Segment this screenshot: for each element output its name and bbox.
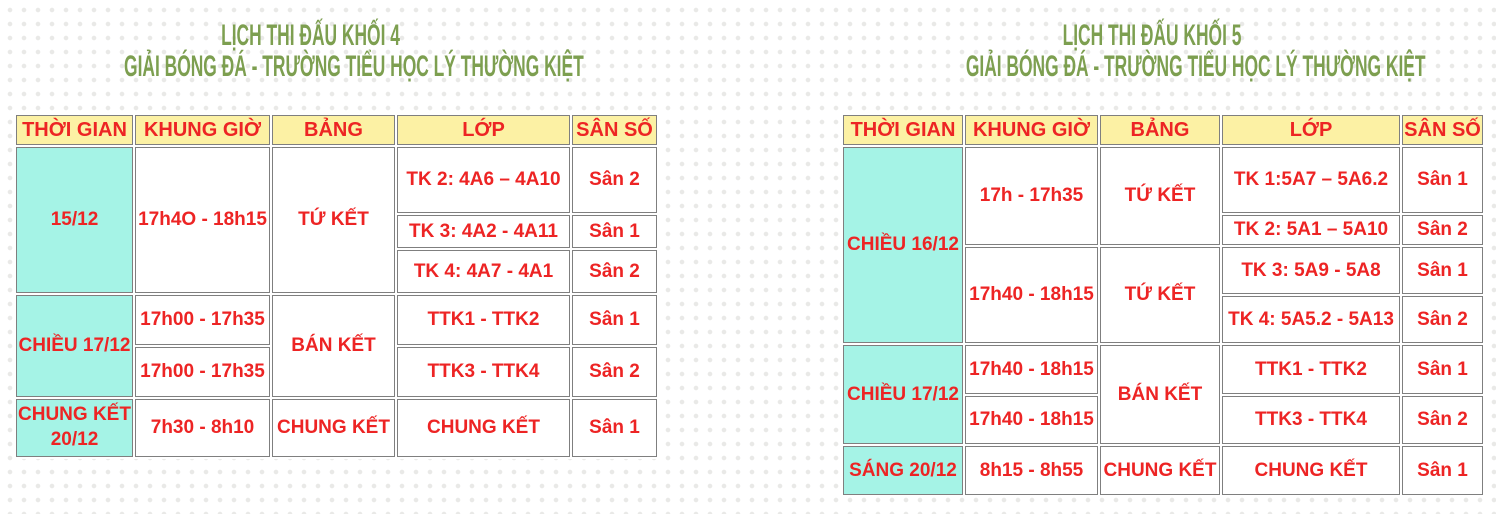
time-cell: 17h40 - 18h15 — [965, 396, 1098, 444]
date-cell: CHIỀU 16/12 — [843, 147, 963, 343]
match-cell: TTK3 - TTK4 — [397, 347, 570, 397]
time-cell: 17h - 17h35 — [965, 147, 1098, 245]
header-row: THỜI GIAN KHUNG GIỜ BẢNG LỚP SÂN SỐ — [843, 115, 1483, 145]
time-cell: 17h00 - 17h35 — [135, 347, 270, 397]
match-cell: TTK3 - TTK4 — [1222, 396, 1400, 444]
table-row: CHIỀU 17/12 17h00 - 17h35 BÁN KẾT TTK1 -… — [16, 295, 657, 397]
field-cell: Sân 2 — [572, 347, 657, 397]
column-header-thoi-gian: THỜI GIAN — [16, 115, 133, 145]
time-cell: 8h15 - 8h55 — [965, 446, 1098, 495]
field-cell: Sân 1 — [1402, 345, 1483, 394]
match-cell: TK 2: 5A1 – 5A10 — [1222, 215, 1400, 245]
match-cell: TTK1 - TTK2 — [1222, 345, 1400, 394]
match-cell: TK 2: 4A6 – 4A10 — [397, 147, 570, 213]
date-cell: 15/12 — [16, 147, 133, 293]
match-cell: TK 4: 4A7 - 4A1 — [397, 250, 570, 293]
stage-cell: TỨ KẾT — [1100, 147, 1220, 245]
table-row: TK 4: 5A5.2 - 5A13 Sân 2 — [843, 296, 1483, 343]
match-cell: TK 3: 4A2 - 4A11 — [397, 215, 570, 248]
schedule-board-khoi-5: LỊCH THI ĐẤU KHỐI 5 GIẢI BÓNG ĐÁ - TRƯỜN… — [841, 0, 1485, 497]
column-header-khung-gio: KHUNG GIỜ — [135, 115, 270, 145]
field-cell: Sân 1 — [572, 399, 657, 457]
title-line-1: LỊCH THI ĐẤU KHỐI 5 — [1062, 19, 1242, 52]
column-header-thoi-gian: THỜI GIAN — [843, 115, 963, 145]
match-cell: CHUNG KẾT — [397, 399, 570, 457]
title-line-1: LỊCH THI ĐẤU KHỐI 4 — [221, 19, 400, 52]
column-header-bang: BẢNG — [1100, 115, 1220, 145]
field-cell: Sân 2 — [1402, 396, 1483, 444]
match-cell: TK 3: 5A9 - 5A8 — [1222, 247, 1400, 294]
field-cell: Sân 1 — [1402, 247, 1483, 294]
table-row: CHIỀU 16/12 17h - 17h35 TỨ KẾT TK 1:5A7 … — [843, 147, 1483, 343]
stage-cell: TỨ KẾT — [1100, 247, 1220, 343]
table-row: TK 4: 4A7 - 4A1 Sân 2 — [16, 250, 657, 293]
table-row: TK 3: 4A2 - 4A11 Sân 1 — [16, 215, 657, 248]
column-header-lop: LỚP — [397, 115, 570, 145]
field-cell: Sân 2 — [1402, 215, 1483, 245]
field-cell: Sân 2 — [572, 250, 657, 293]
header-row: THỜI GIAN KHUNG GIỜ BẢNG LỚP SÂN SỐ — [16, 115, 657, 145]
board-title-khoi-4: LỊCH THI ĐẤU KHỐI 4 GIẢI BÓNG ĐÁ - TRƯỜN… — [14, 20, 657, 82]
table-row: 15/12 17h4O - 18h15 TỨ KẾT TK 2: 4A6 – 4… — [16, 147, 657, 293]
date-cell: CHIỀU 17/12 — [16, 295, 133, 397]
field-cell: Sân 1 — [572, 295, 657, 345]
column-header-san-so: SÂN SỐ — [1402, 115, 1483, 145]
match-cell: CHUNG KẾT — [1222, 446, 1400, 495]
table-row: 17h00 - 17h35 TTK3 - TTK4 Sân 2 — [16, 347, 657, 397]
table-row: 17h40 - 18h15 TTK3 - TTK4 Sân 2 — [843, 396, 1483, 444]
stage-cell: BÁN KẾT — [1100, 345, 1220, 444]
field-cell: Sân 1 — [572, 215, 657, 248]
stage-cell: CHUNG KẾT — [272, 399, 395, 457]
schedule-board-khoi-4: LỊCH THI ĐẤU KHỐI 4 GIẢI BÓNG ĐÁ - TRƯỜN… — [14, 0, 659, 459]
time-cell: 17h00 - 17h35 — [135, 295, 270, 345]
table-row: CHIỀU 17/12 17h40 - 18h15 BÁN KẾT TTK1 -… — [843, 345, 1483, 444]
time-cell: 17h4O - 18h15 — [135, 147, 270, 293]
column-header-lop: LỚP — [1222, 115, 1400, 145]
time-cell: 17h40 - 18h15 — [965, 345, 1098, 394]
schedule-table-khoi-4: THỜI GIAN KHUNG GIỜ BẢNG LỚP SÂN SỐ 15/1… — [14, 113, 659, 459]
match-cell: TTK1 - TTK2 — [397, 295, 570, 345]
stage-cell: CHUNG KẾT — [1100, 446, 1220, 495]
table-row: SÁNG 20/12 8h15 - 8h55 CHUNG KẾT CHUNG K… — [843, 446, 1483, 495]
column-header-san-so: SÂN SỐ — [572, 115, 657, 145]
field-cell: Sân 2 — [572, 147, 657, 213]
column-header-bang: BẢNG — [272, 115, 395, 145]
column-header-khung-gio: KHUNG GIỜ — [965, 115, 1098, 145]
field-cell: Sân 2 — [1402, 296, 1483, 343]
date-cell: CHIỀU 17/12 — [843, 345, 963, 444]
table-row: CHUNG KẾT 20/12 7h30 - 8h10 CHUNG KẾT CH… — [16, 399, 657, 457]
stage-cell: TỨ KẾT — [272, 147, 395, 293]
match-cell: TK 4: 5A5.2 - 5A13 — [1222, 296, 1400, 343]
board-title-khoi-5: LỊCH THI ĐẤU KHỐI 5 GIẢI BÓNG ĐÁ - TRƯỜN… — [841, 20, 1483, 82]
time-cell: 7h30 - 8h10 — [135, 399, 270, 457]
field-cell: Sân 1 — [1402, 147, 1483, 213]
table-row: TK 2: 5A1 – 5A10 Sân 2 — [843, 215, 1483, 245]
stage-cell: BÁN KẾT — [272, 295, 395, 397]
title-line-2: GIẢI BÓNG ĐÁ - TRƯỜNG TIỂU HỌC LÝ THƯỜNG… — [124, 50, 584, 83]
title-line-2: GIẢI BÓNG ĐÁ - TRƯỜNG TIỂU HỌC LÝ THƯỜNG… — [965, 50, 1426, 83]
time-cell: 17h40 - 18h15 — [965, 247, 1098, 343]
table-row: 17h40 - 18h15 TỨ KẾT TK 3: 5A9 - 5A8 Sân… — [843, 247, 1483, 343]
schedule-table-khoi-5: THỜI GIAN KHUNG GIỜ BẢNG LỚP SÂN SỐ CHIỀ… — [841, 113, 1485, 497]
field-cell: Sân 1 — [1402, 446, 1483, 495]
date-cell: SÁNG 20/12 — [843, 446, 963, 495]
match-cell: TK 1:5A7 – 5A6.2 — [1222, 147, 1400, 213]
date-cell: CHUNG KẾT 20/12 — [16, 399, 133, 457]
